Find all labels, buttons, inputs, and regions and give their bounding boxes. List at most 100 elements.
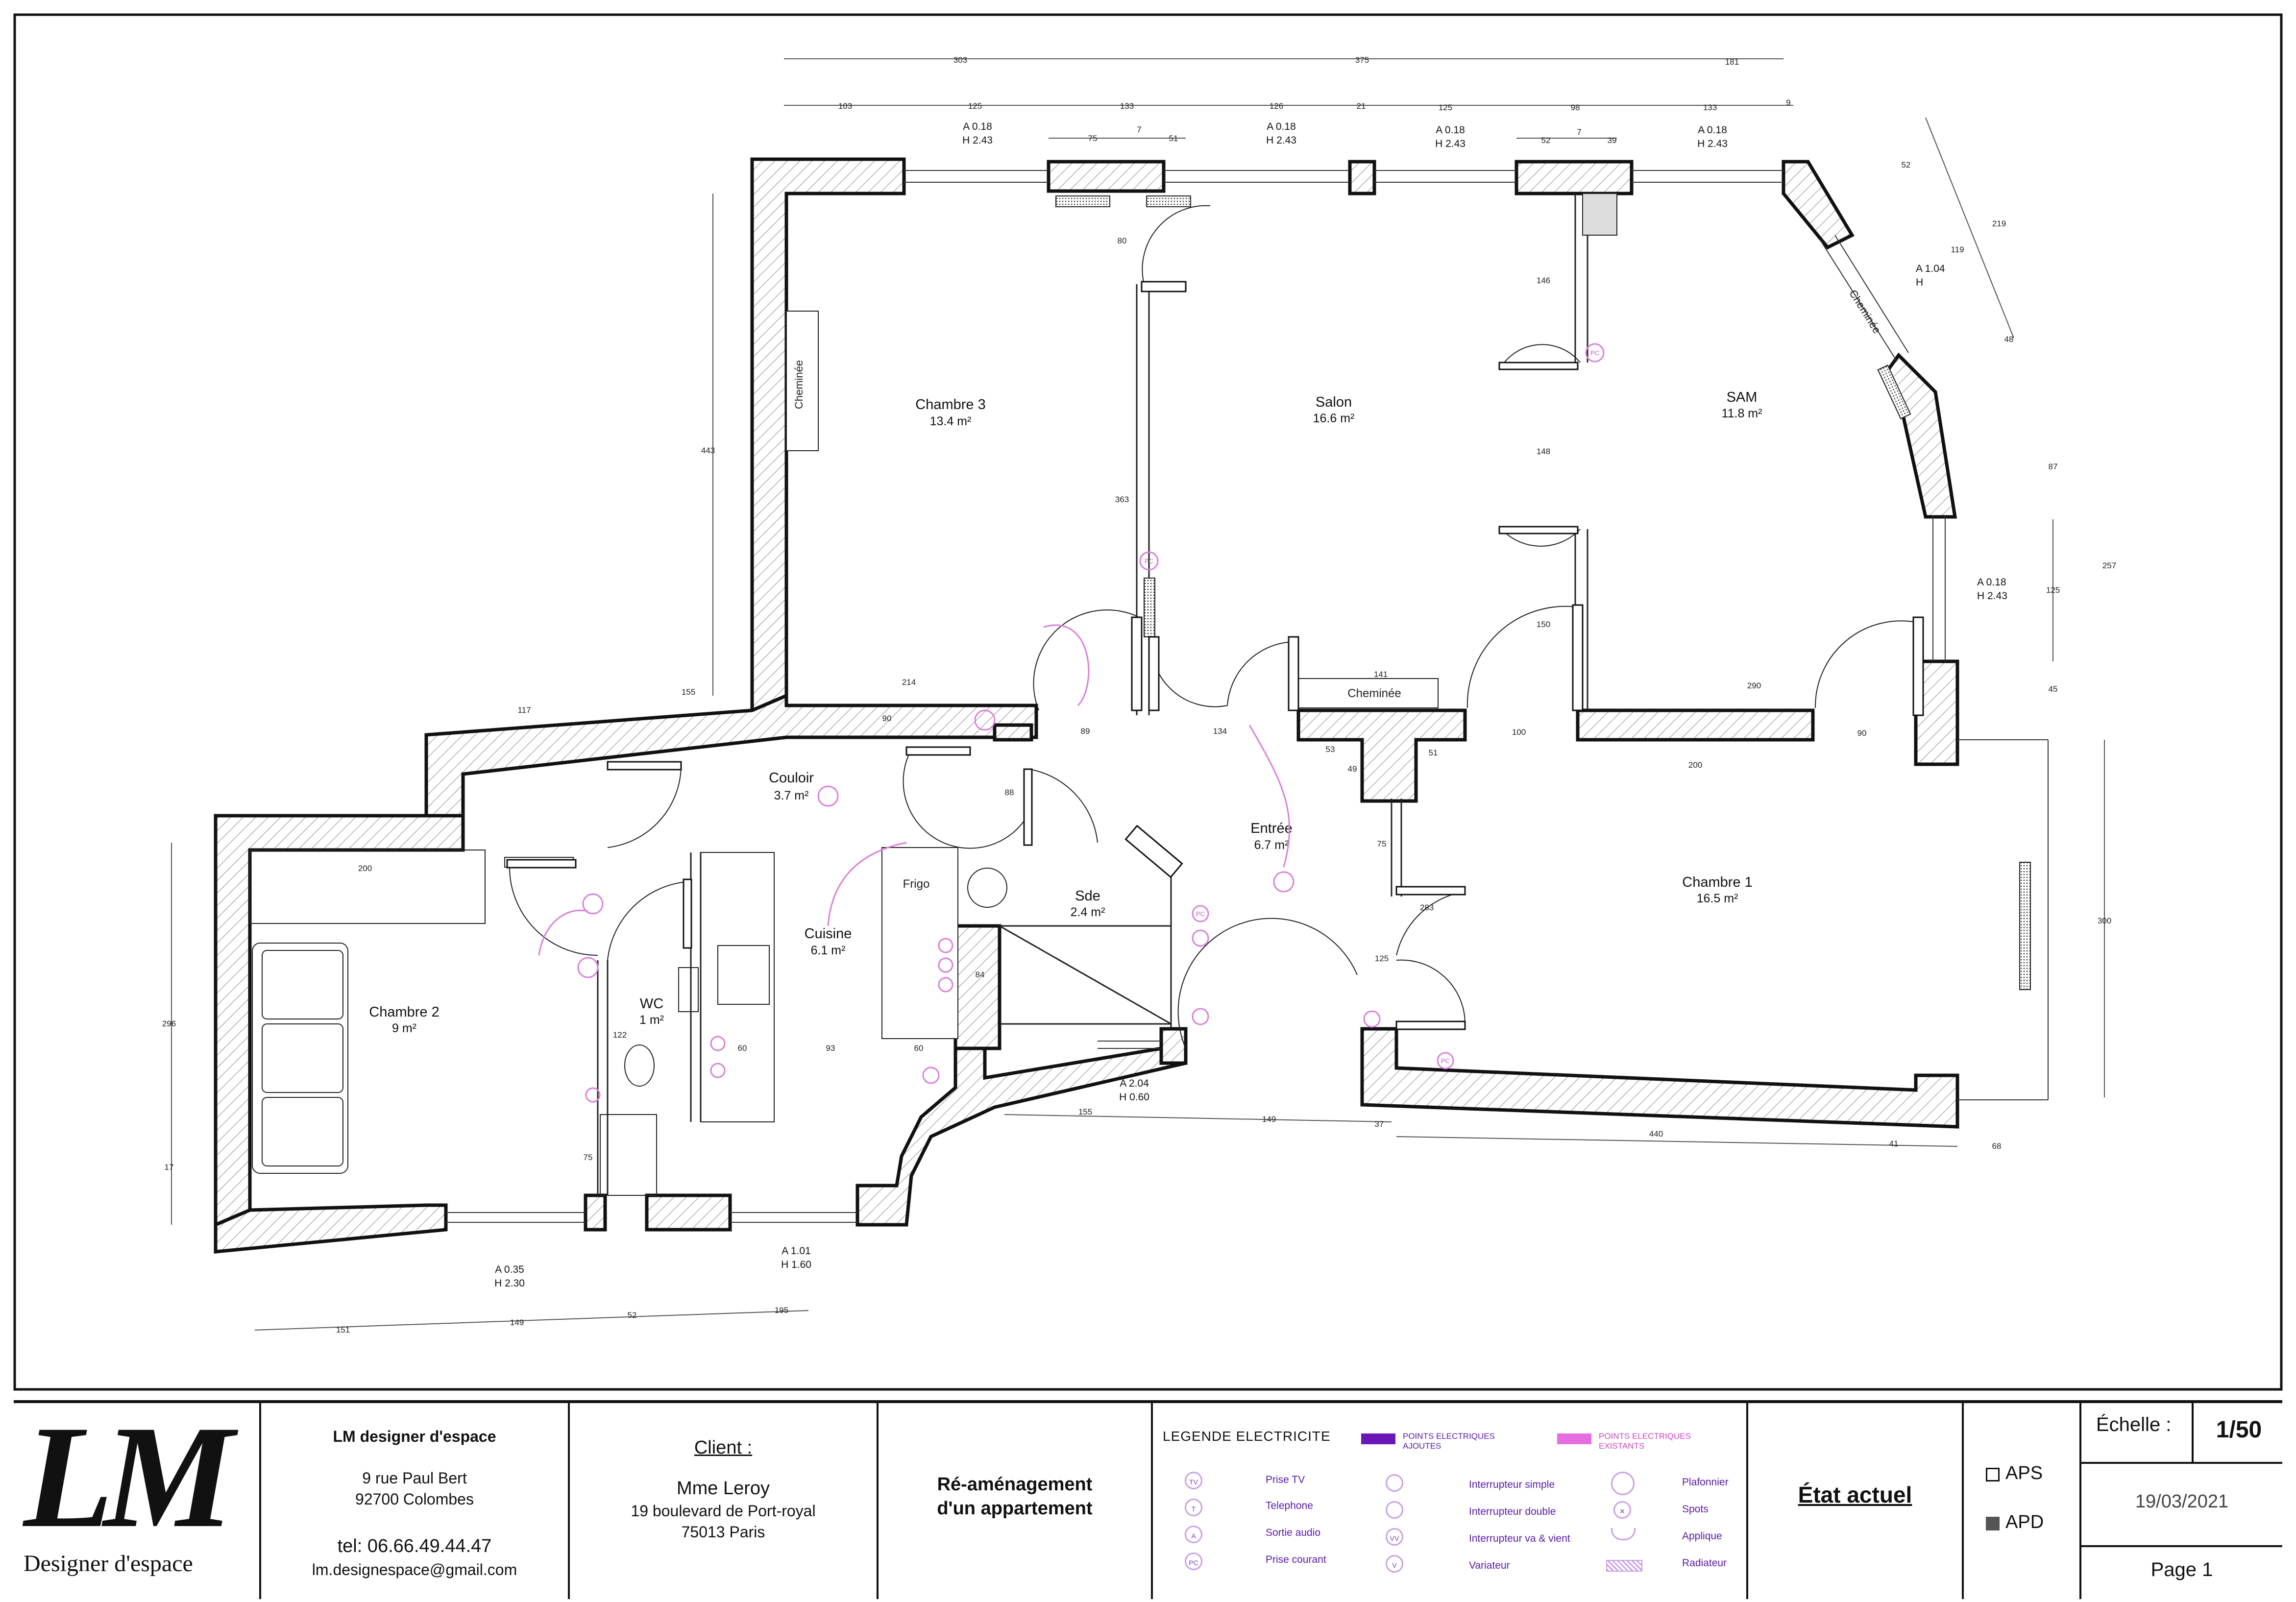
room-labels: Chambre 3 13.4 m² Salon 16.6 m² SAM 11.8…: [369, 389, 1762, 1035]
room-chambre-1: Chambre 1: [1682, 874, 1752, 890]
legend-item-interrupteur-va-vient: Interrupteur va & vient: [1469, 1533, 1570, 1544]
cheminee-chambre3: [786, 311, 819, 451]
svg-text:45: 45: [2049, 684, 2058, 694]
svg-text:A 2.04: A 2.04: [1120, 1078, 1149, 1089]
window-labels: A 0.18 H 2.43 A 0.18 H 2.43 A 0.18 H 2.4…: [494, 121, 2007, 1289]
wall-top-2: [1348, 160, 1376, 195]
phase-cell: APS APD: [1964, 1403, 2081, 1599]
aps-checkbox[interactable]: [1986, 1468, 2000, 1481]
svg-text:PC: PC: [1441, 1057, 1450, 1065]
svg-text:17: 17: [165, 1163, 174, 1172]
svg-text:H 2.30: H 2.30: [494, 1278, 525, 1289]
audio-output-icon: A: [1185, 1526, 1202, 1543]
legend-existing-swatch: [1557, 1433, 1591, 1444]
svg-text:68: 68: [1992, 1141, 2002, 1151]
svg-text:51: 51: [1169, 134, 1178, 143]
svg-text:A 0.18: A 0.18: [963, 121, 992, 132]
wall-sam-angle-1: [1782, 160, 1855, 250]
svg-text:H 1.60: H 1.60: [781, 1259, 811, 1270]
svg-text:90: 90: [1857, 728, 1867, 738]
wall-top-3: [1514, 160, 1634, 195]
windows: [446, 170, 2049, 1223]
toilet: [624, 1044, 655, 1087]
legend-item-variateur: Variateur: [1469, 1560, 1510, 1571]
svg-text:149: 149: [510, 1318, 524, 1327]
svg-text:13.4 m²: 13.4 m²: [930, 414, 972, 428]
svg-text:2.4 m²: 2.4 m²: [1071, 905, 1105, 919]
svg-text:1 m²: 1 m²: [639, 1013, 664, 1027]
scale-label: Échelle :: [2096, 1414, 2172, 1435]
svg-text:A 0.18: A 0.18: [1267, 121, 1296, 132]
svg-text:93: 93: [826, 1044, 835, 1053]
cheminee-label-1: Cheminée: [793, 360, 805, 409]
svg-text:H 2.43: H 2.43: [1697, 138, 1728, 149]
apd-checkbox[interactable]: [1986, 1517, 2000, 1530]
svg-text:126: 126: [1270, 101, 1283, 111]
svg-text:H 0.60: H 0.60: [1119, 1092, 1149, 1103]
room-sde: Sde: [1075, 888, 1100, 904]
svg-text:84: 84: [976, 970, 985, 979]
svg-text:443: 443: [701, 446, 715, 455]
wall-couloir-north: [424, 693, 1038, 845]
sofa-bed: [252, 943, 348, 1174]
legend-item-telephone: Telephone: [1266, 1500, 1313, 1511]
svg-text:A 0.35: A 0.35: [495, 1264, 524, 1275]
svg-text:98: 98: [1571, 103, 1580, 112]
sink: [967, 868, 1007, 908]
wall-sam-south: [1576, 708, 1815, 742]
svg-text:H: H: [1916, 277, 1923, 288]
room-chambre-2: Chambre 2: [369, 1004, 439, 1020]
radiator: [1055, 195, 1110, 207]
svg-text:80: 80: [1118, 236, 1127, 245]
legend-added-swatch: [1361, 1433, 1395, 1444]
title-block: LM Designer d'espace LM designer d'espac…: [14, 1400, 2282, 1602]
wall-chambre2-south: [214, 1203, 448, 1254]
aps-label: APS: [2005, 1463, 2043, 1483]
company-email: lm.designespace@gmail.com: [312, 1561, 517, 1578]
legend-item-interrupteur-double: Interrupteur double: [1469, 1506, 1556, 1517]
room-chambre-3: Chambre 3: [915, 397, 985, 413]
svg-text:375: 375: [1355, 55, 1369, 65]
scale-row: Échelle : 1/50: [2081, 1403, 2282, 1464]
telephone-icon: T: [1185, 1499, 1202, 1516]
apd-label: APD: [2005, 1512, 2044, 1532]
svg-text:H 2.43: H 2.43: [1266, 135, 1296, 146]
page-frame: [13, 13, 2283, 1391]
svg-text:219: 219: [1992, 219, 2006, 228]
svg-text:146: 146: [1537, 276, 1550, 285]
svg-text:119: 119: [1951, 245, 1964, 254]
svg-text:PC: PC: [1196, 910, 1205, 918]
project-line-1: Ré-aménagement: [937, 1474, 1093, 1495]
svg-text:9: 9: [1786, 98, 1790, 107]
svg-text:PC: PC: [1145, 558, 1153, 565]
two-way-switch-icon: VV: [1386, 1528, 1403, 1546]
svg-text:141: 141: [1374, 670, 1388, 679]
svg-text:A 0.18: A 0.18: [1698, 124, 1727, 136]
svg-text:151: 151: [336, 1325, 350, 1335]
company-address-1: 9 rue Paul Bert: [362, 1469, 467, 1487]
legend-item-prise-courant: Prise courant: [1266, 1554, 1326, 1565]
svg-text:7: 7: [1137, 125, 1141, 134]
svg-text:283: 283: [1420, 903, 1434, 912]
svg-text:H 2.43: H 2.43: [1977, 590, 2007, 602]
wall-wc-bottom: [584, 1193, 607, 1232]
room-sam: SAM: [1727, 389, 1758, 405]
client-label: Client :: [694, 1437, 753, 1458]
svg-text:125: 125: [1375, 954, 1389, 963]
svg-text:195: 195: [775, 1306, 788, 1315]
company-address-2: 92700 Colombes: [355, 1490, 474, 1508]
svg-text:60: 60: [738, 1044, 747, 1053]
dimension-lines: [171, 58, 2105, 1331]
spots-icon: ✕: [1613, 1501, 1631, 1519]
svg-text:41: 41: [1889, 1139, 1899, 1148]
scale-value: 1/50: [2192, 1403, 2284, 1462]
svg-text:290: 290: [1747, 681, 1761, 690]
legend-added-label: POINTS ELECTRIQUES AJOUTES: [1403, 1432, 1495, 1451]
client-name: Mme Leroy: [676, 1478, 770, 1499]
cheminee-salon: [1298, 678, 1439, 708]
svg-text:440: 440: [1649, 1129, 1663, 1139]
svg-text:134: 134: [1213, 727, 1227, 736]
room-cuisine: Cuisine: [805, 926, 852, 942]
company-phone: tel: 06.66.49.44.47: [337, 1536, 492, 1556]
ceiling-light-icon: [1611, 1472, 1635, 1495]
